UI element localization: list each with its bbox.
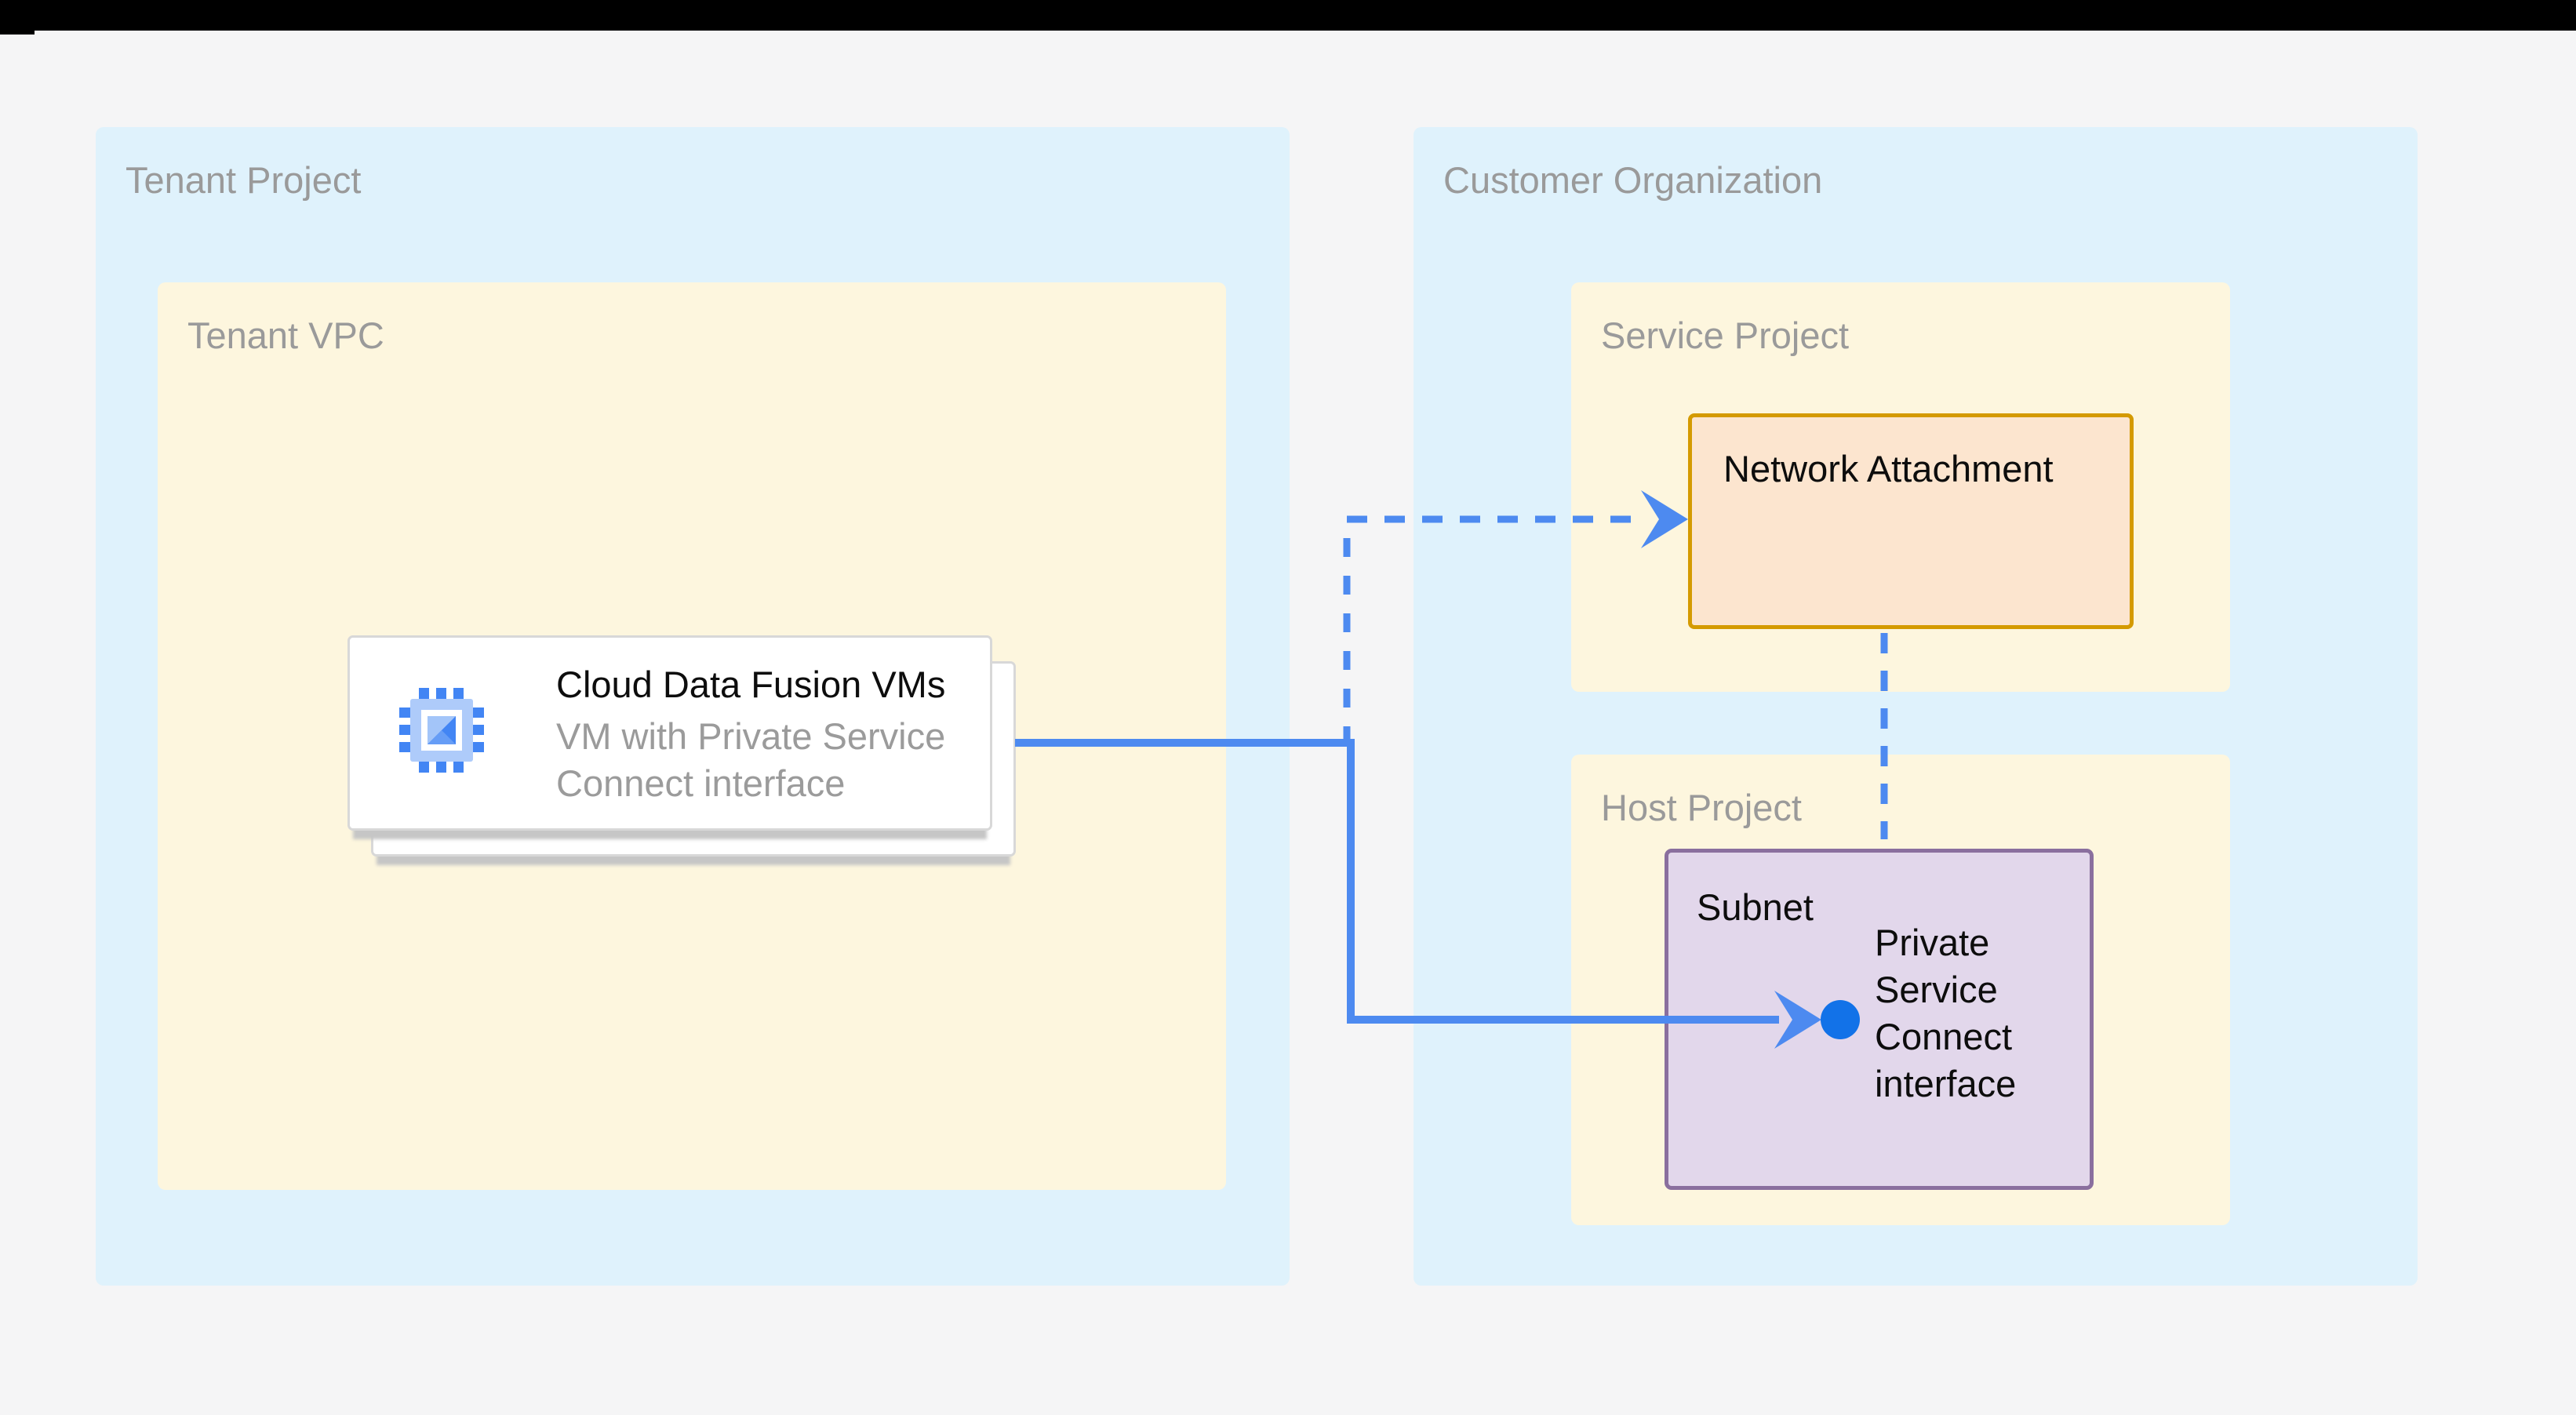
vm-card-title: Cloud Data Fusion VMs xyxy=(556,664,946,705)
tenant-vpc-region: Tenant VPC xyxy=(158,282,1226,1190)
service-project-label: Service Project xyxy=(1601,315,1850,356)
host-project-label: Host Project xyxy=(1601,787,1802,828)
compute-engine-icon xyxy=(395,683,489,777)
top-black-bar-notch xyxy=(0,31,35,35)
network-attachment-node: Network Attachment xyxy=(1688,413,2134,629)
vm-card-subtitle: VM with Private Service Connect interfac… xyxy=(556,715,946,804)
vm-card: Cloud Data Fusion VMs VM with Private Se… xyxy=(347,635,992,831)
customer-organization-label: Customer Organization xyxy=(1443,159,1823,201)
top-black-bar xyxy=(0,0,2576,31)
tenant-project-label: Tenant Project xyxy=(126,159,362,201)
network-attachment-label: Network Attachment xyxy=(1723,448,2054,489)
tenant-vpc-label: Tenant VPC xyxy=(187,315,384,356)
psc-interface-label: Private Service Connect interface xyxy=(1875,922,2017,1104)
vm-card-text: Cloud Data Fusion VMs VM with Private Se… xyxy=(556,663,980,807)
subnet-label: Subnet xyxy=(1697,886,1814,928)
